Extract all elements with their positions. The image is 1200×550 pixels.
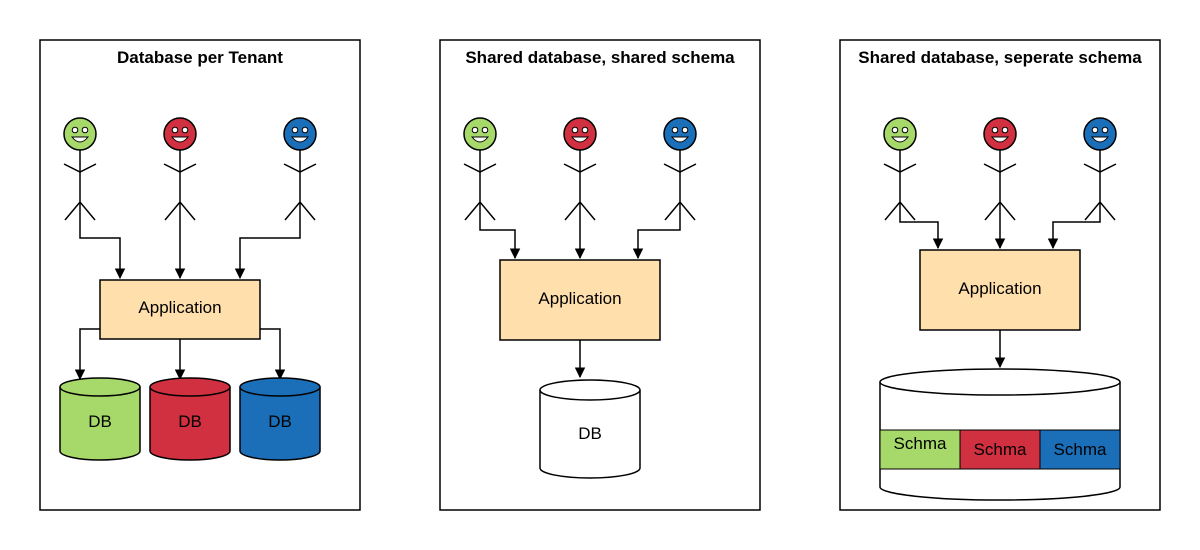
stick-figure-icon (283, 150, 317, 221)
tenant-user-blue (1083, 117, 1117, 221)
database-cylinder-blue: DB (239, 377, 321, 461)
stick-figure-icon (63, 150, 97, 221)
application-label: Application (958, 279, 1041, 298)
stick-figure-icon (463, 150, 497, 221)
tenant-user-green (63, 117, 97, 221)
schema-label: Schma (974, 440, 1027, 459)
tenant-user-green (463, 117, 497, 221)
panel-title: Shared database, shared schema (465, 48, 735, 67)
arrow-user-to-app (234, 204, 301, 280)
tenant-user-blue (663, 117, 697, 221)
database-cylinder-shared: DB (539, 379, 641, 479)
application-box (99, 279, 261, 340)
arrow-user-to-app (479, 204, 521, 260)
arrow-app-to-db (74, 328, 100, 381)
database-cylinder-red: DB (149, 377, 231, 461)
smiley-face-icon (663, 117, 697, 151)
panel-database-per-tenant: Database per Tenant Application (39, 39, 361, 511)
stick-figure-icon (983, 150, 1017, 221)
smiley-face-icon (983, 117, 1017, 151)
smiley-face-icon (463, 117, 497, 151)
panel-title: Shared database, seperate schema (858, 48, 1142, 67)
arrow-user-to-app (899, 204, 944, 250)
schema-label: Schma (894, 434, 947, 453)
database-label: DB (88, 412, 112, 431)
stick-figure-icon (663, 150, 697, 221)
application-box (499, 259, 661, 341)
schema-block-blue (1039, 429, 1121, 470)
tenant-user-red (983, 117, 1017, 221)
stick-figure-icon (1083, 150, 1117, 221)
tenant-user-blue (283, 117, 317, 221)
arrow-app-to-db (260, 328, 286, 381)
smiley-face-icon (163, 117, 197, 151)
smiley-face-icon (283, 117, 317, 151)
database-cylinder-green: DB (59, 377, 141, 461)
database-label: DB (178, 412, 202, 431)
database-cylinder-with-schemas: Schma Schma Schma (879, 368, 1121, 501)
schema-block-red (959, 429, 1041, 470)
application-label: Application (538, 289, 621, 308)
arrow-user-to-app (632, 204, 681, 260)
stick-figure-icon (883, 150, 917, 221)
panel-shared-database-separate-schema: Shared database, seperate schema Appli (839, 39, 1161, 511)
database-label: DB (268, 412, 292, 431)
schema-label: Schma (1054, 440, 1107, 459)
smiley-face-icon (883, 117, 917, 151)
smiley-face-icon (563, 117, 597, 151)
smiley-face-icon (63, 117, 97, 151)
arrow-user-to-app (79, 204, 126, 280)
stick-figure-icon (563, 150, 597, 221)
smiley-face-icon (1083, 117, 1117, 151)
panel-title: Database per Tenant (117, 48, 283, 67)
tenant-user-green (883, 117, 917, 221)
tenant-user-red (163, 117, 197, 221)
arrow-user-to-app (1047, 204, 1101, 250)
stick-figure-icon (163, 150, 197, 221)
database-label: DB (578, 424, 602, 443)
panel-shared-database-shared-schema: Shared database, shared schema Applica (439, 39, 761, 511)
tenant-user-red (563, 117, 597, 221)
application-label: Application (138, 298, 221, 317)
